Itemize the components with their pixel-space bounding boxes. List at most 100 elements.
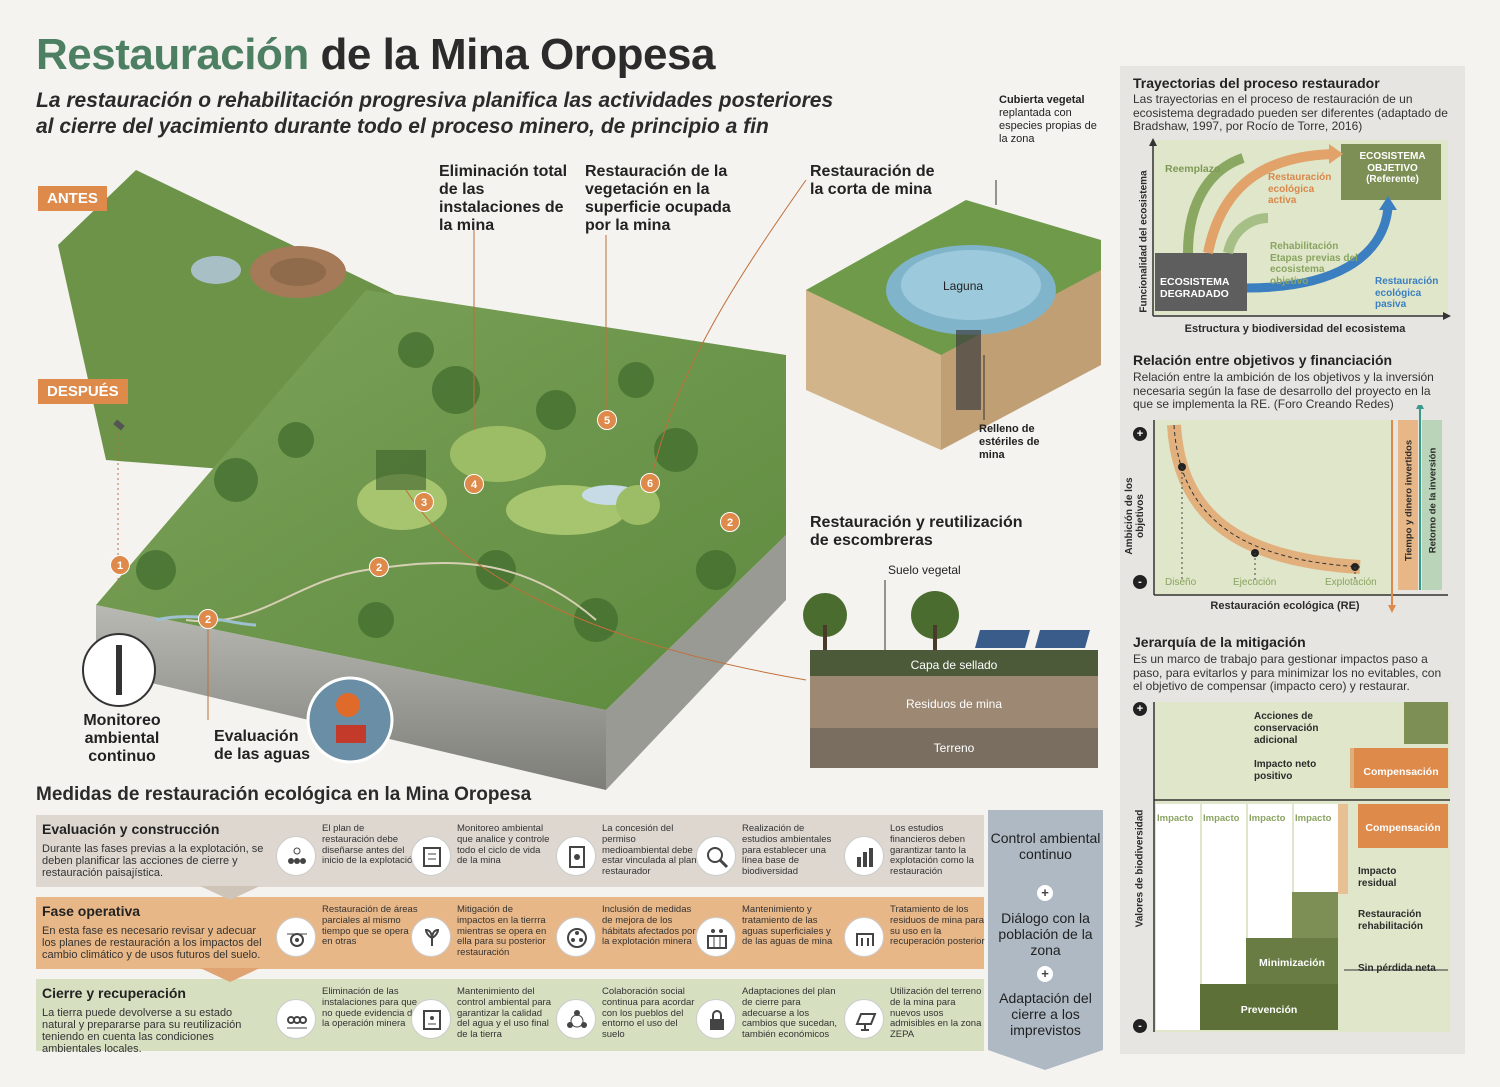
minimization-label: Minimización [1259,957,1325,969]
mitigation-title: Jerarquía de la mitigación [1133,634,1306,650]
measure-item: Inclusión de medidas de mejora de los há… [556,904,696,975]
measure-text: Colaboración social continua para acorda… [602,986,695,1041]
compensation-top: Compensación [1363,766,1439,778]
net-positive-label: Impacto neto positivo [1254,759,1317,782]
plus-icon: + [1037,966,1053,982]
side-control: Control ambiental continuo [990,830,1101,862]
measure-text: Adaptaciones del plan de cierre para ade… [742,986,838,1041]
measure-text: Inclusión de medidas de mejora de los há… [602,904,696,948]
no-net-loss-label: Sin pérdida neta [1358,963,1436,974]
pit-cover-bold: Cubierta vegetal [999,94,1085,106]
measure-item: Utilización del terreno de la mina para … [844,986,984,1057]
measure-item: Eliminación de las instalaciones para qu… [276,986,418,1057]
pit-cover-label: Cubierta vegetal replantada con especies… [999,94,1099,146]
after-tag: DESPUÉS [38,379,128,404]
measure-text: Restauración de áreas parciales al mismo… [322,904,418,948]
title-highlight: Restauración [36,30,309,79]
impact-label-2: Impacto [1203,813,1240,824]
before-tag: ANTES [38,186,107,211]
title-rest: de la Mina Oropesa [320,30,716,79]
financing-xlabel: Restauración ecológica (RE) [1210,600,1360,612]
section-evaluation: Evaluación y construcción Durante las fa… [36,815,984,887]
dumps-cross-section [803,580,1098,768]
padlock-icon [696,999,736,1039]
mine-landscape-illustration [58,170,807,790]
measure-item: Restauración de áreas parciales al mismo… [276,904,418,975]
topsoil-label: Suelo vegetal [888,563,961,577]
compensation-bottom: Compensación [1365,822,1441,834]
dismantle-icon [276,999,316,1039]
measure-item: Mitigación de impactos en la tierrra mie… [411,904,551,975]
habitat-icon [556,917,596,957]
page-title: Restauración de la Mina Oropesa [36,30,715,80]
measure-item: Mantenimiento y tratamiento de las aguas… [696,904,836,975]
degraded-box: ECOSISTEMA DEGRADADO [1160,276,1230,300]
people-plan-icon [276,836,316,876]
marker-5[interactable]: 5 [597,410,617,430]
marker-6[interactable]: 6 [640,473,660,493]
measure-item: Realización de estudios ambientales para… [696,823,836,894]
measure-text: Mitigación de impactos en la tierrra mie… [457,904,547,959]
phase-exploitation: Explotación [1325,577,1377,588]
measure-item: Los estudios financieros deben garantiza… [844,823,984,894]
residual-label: Impacto residual [1358,866,1397,889]
measure-item: Monitoreo ambiental que analice y contro… [411,823,551,894]
layer-waste: Residuos de mina [905,697,1003,711]
side-adaptation: Adaptación del cierre a los imprevistos [999,990,1092,1038]
dumps-title: Restauración y reutilización de escombre… [810,514,1023,549]
marker-4[interactable]: 4 [464,474,484,494]
solar-panel-icon [844,999,884,1039]
phase-execution: Ejecución [1233,577,1277,588]
control-panel-icon [411,999,451,1039]
layer-seal: Capa de sellado [910,658,998,672]
sprout-icon [411,917,451,957]
flow-arrows [200,886,260,982]
trajectories-text: Las trayectorias en el proceso de restau… [1133,92,1448,133]
section-operative: Fase operativa En esta fase es necesario… [36,897,984,969]
plus-marker: + [1133,702,1147,716]
impact-label-3: Impacto [1249,813,1286,824]
section-closure: Cierre y recuperación La tierra puede de… [36,979,984,1055]
active-label: Restauración ecológica activa [1268,172,1332,206]
mitigation-text: Es un marco de trabajo para gestionar im… [1133,652,1442,693]
callout-water: Evaluación de las aguas [214,728,311,763]
measure-item: Tratamiento de los residuos de mina para… [844,904,985,975]
marker-2a[interactable]: 2 [198,609,218,629]
rehab-label: Rehabilitación Etapas previas del ecosis… [1270,241,1358,287]
impact-label-4: Impacto [1295,813,1332,824]
collaboration-icon [556,999,596,1039]
section-title: Evaluación y construcción [42,821,220,837]
fill-label: Relleno de estériles de mina [979,423,1040,461]
measure-item: La concesión del permiso medioambiental … [556,823,697,894]
marker-2b[interactable]: 2 [369,557,389,577]
replacement-label: Reemplazo [1165,163,1221,175]
gear-area-icon [276,917,316,957]
document-icon [556,836,596,876]
measure-text: Monitoreo ambiental que analice y contro… [457,823,550,867]
measure-item: Mantenimiento del control ambiental para… [411,986,551,1057]
marker-2c[interactable]: 2 [720,512,740,532]
financing-diagram [1153,405,1448,613]
side-column-arrow [988,810,1103,1070]
measure-item: El plan de restauración debe diseñarse a… [276,823,418,894]
trajectories-ylabel: Funcionalidad del ecosistema [1138,170,1150,313]
measure-text: Realización de estudios ambientales para… [742,823,832,878]
section-title: Fase operativa [42,903,141,919]
marker-3[interactable]: 3 [414,492,434,512]
marker-1[interactable]: 1 [110,555,130,575]
measure-text: Los estudios financieros deben garantiza… [890,823,974,878]
measure-text: Mantenimiento del control ambiental para… [457,986,551,1041]
minus-marker: - [1133,1019,1147,1033]
monitor-icon [411,836,451,876]
trajectories-xlabel: Estructura y biodiversidad del ecosistem… [1184,323,1406,335]
investment-bar-label: Tiempo y dinero invertidos [1403,439,1415,562]
section-desc: La tierra puede devolverse a su estado n… [42,1007,242,1055]
plus-icon: + [1037,885,1053,901]
measure-text: Utilización del terreno de la mina para … [890,986,982,1041]
plus-marker: + [1133,427,1147,441]
mitigation-ylabel: Valores de biodiversidad [1134,809,1146,928]
magnifier-icon [696,836,736,876]
side-dialogue: Diálogo con la población de la zona [998,910,1093,958]
pit-cross-section [806,180,1101,450]
measure-text: Eliminación de las instalaciones para qu… [322,986,418,1030]
